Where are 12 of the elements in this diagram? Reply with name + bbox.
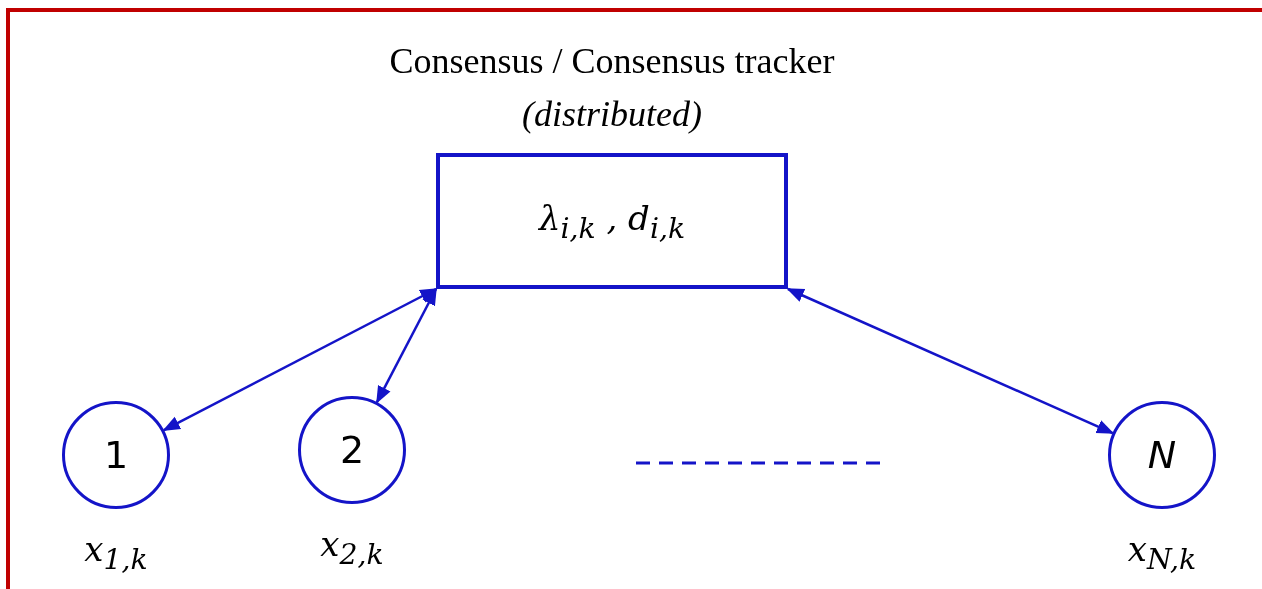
box-subheading: (distributed) — [522, 93, 702, 135]
variable-label: x$_{N,k}$ — [1127, 529, 1197, 576]
box-heading: Consensus / Consensus tracker — [389, 40, 835, 82]
node-number: 2 — [339, 428, 365, 472]
formula-text: λ$_{i,k}$ , d$_{i,k}$ — [538, 197, 686, 245]
node-number: 1 — [103, 433, 129, 477]
double-arrow — [375, 287, 438, 404]
node-number: N — [1147, 433, 1177, 477]
double-arrow — [786, 287, 1115, 435]
variable-label: x$_{2,k}$ — [320, 524, 384, 571]
double-arrow — [162, 287, 438, 432]
variable-label: x$_{1,k}$ — [84, 529, 148, 576]
